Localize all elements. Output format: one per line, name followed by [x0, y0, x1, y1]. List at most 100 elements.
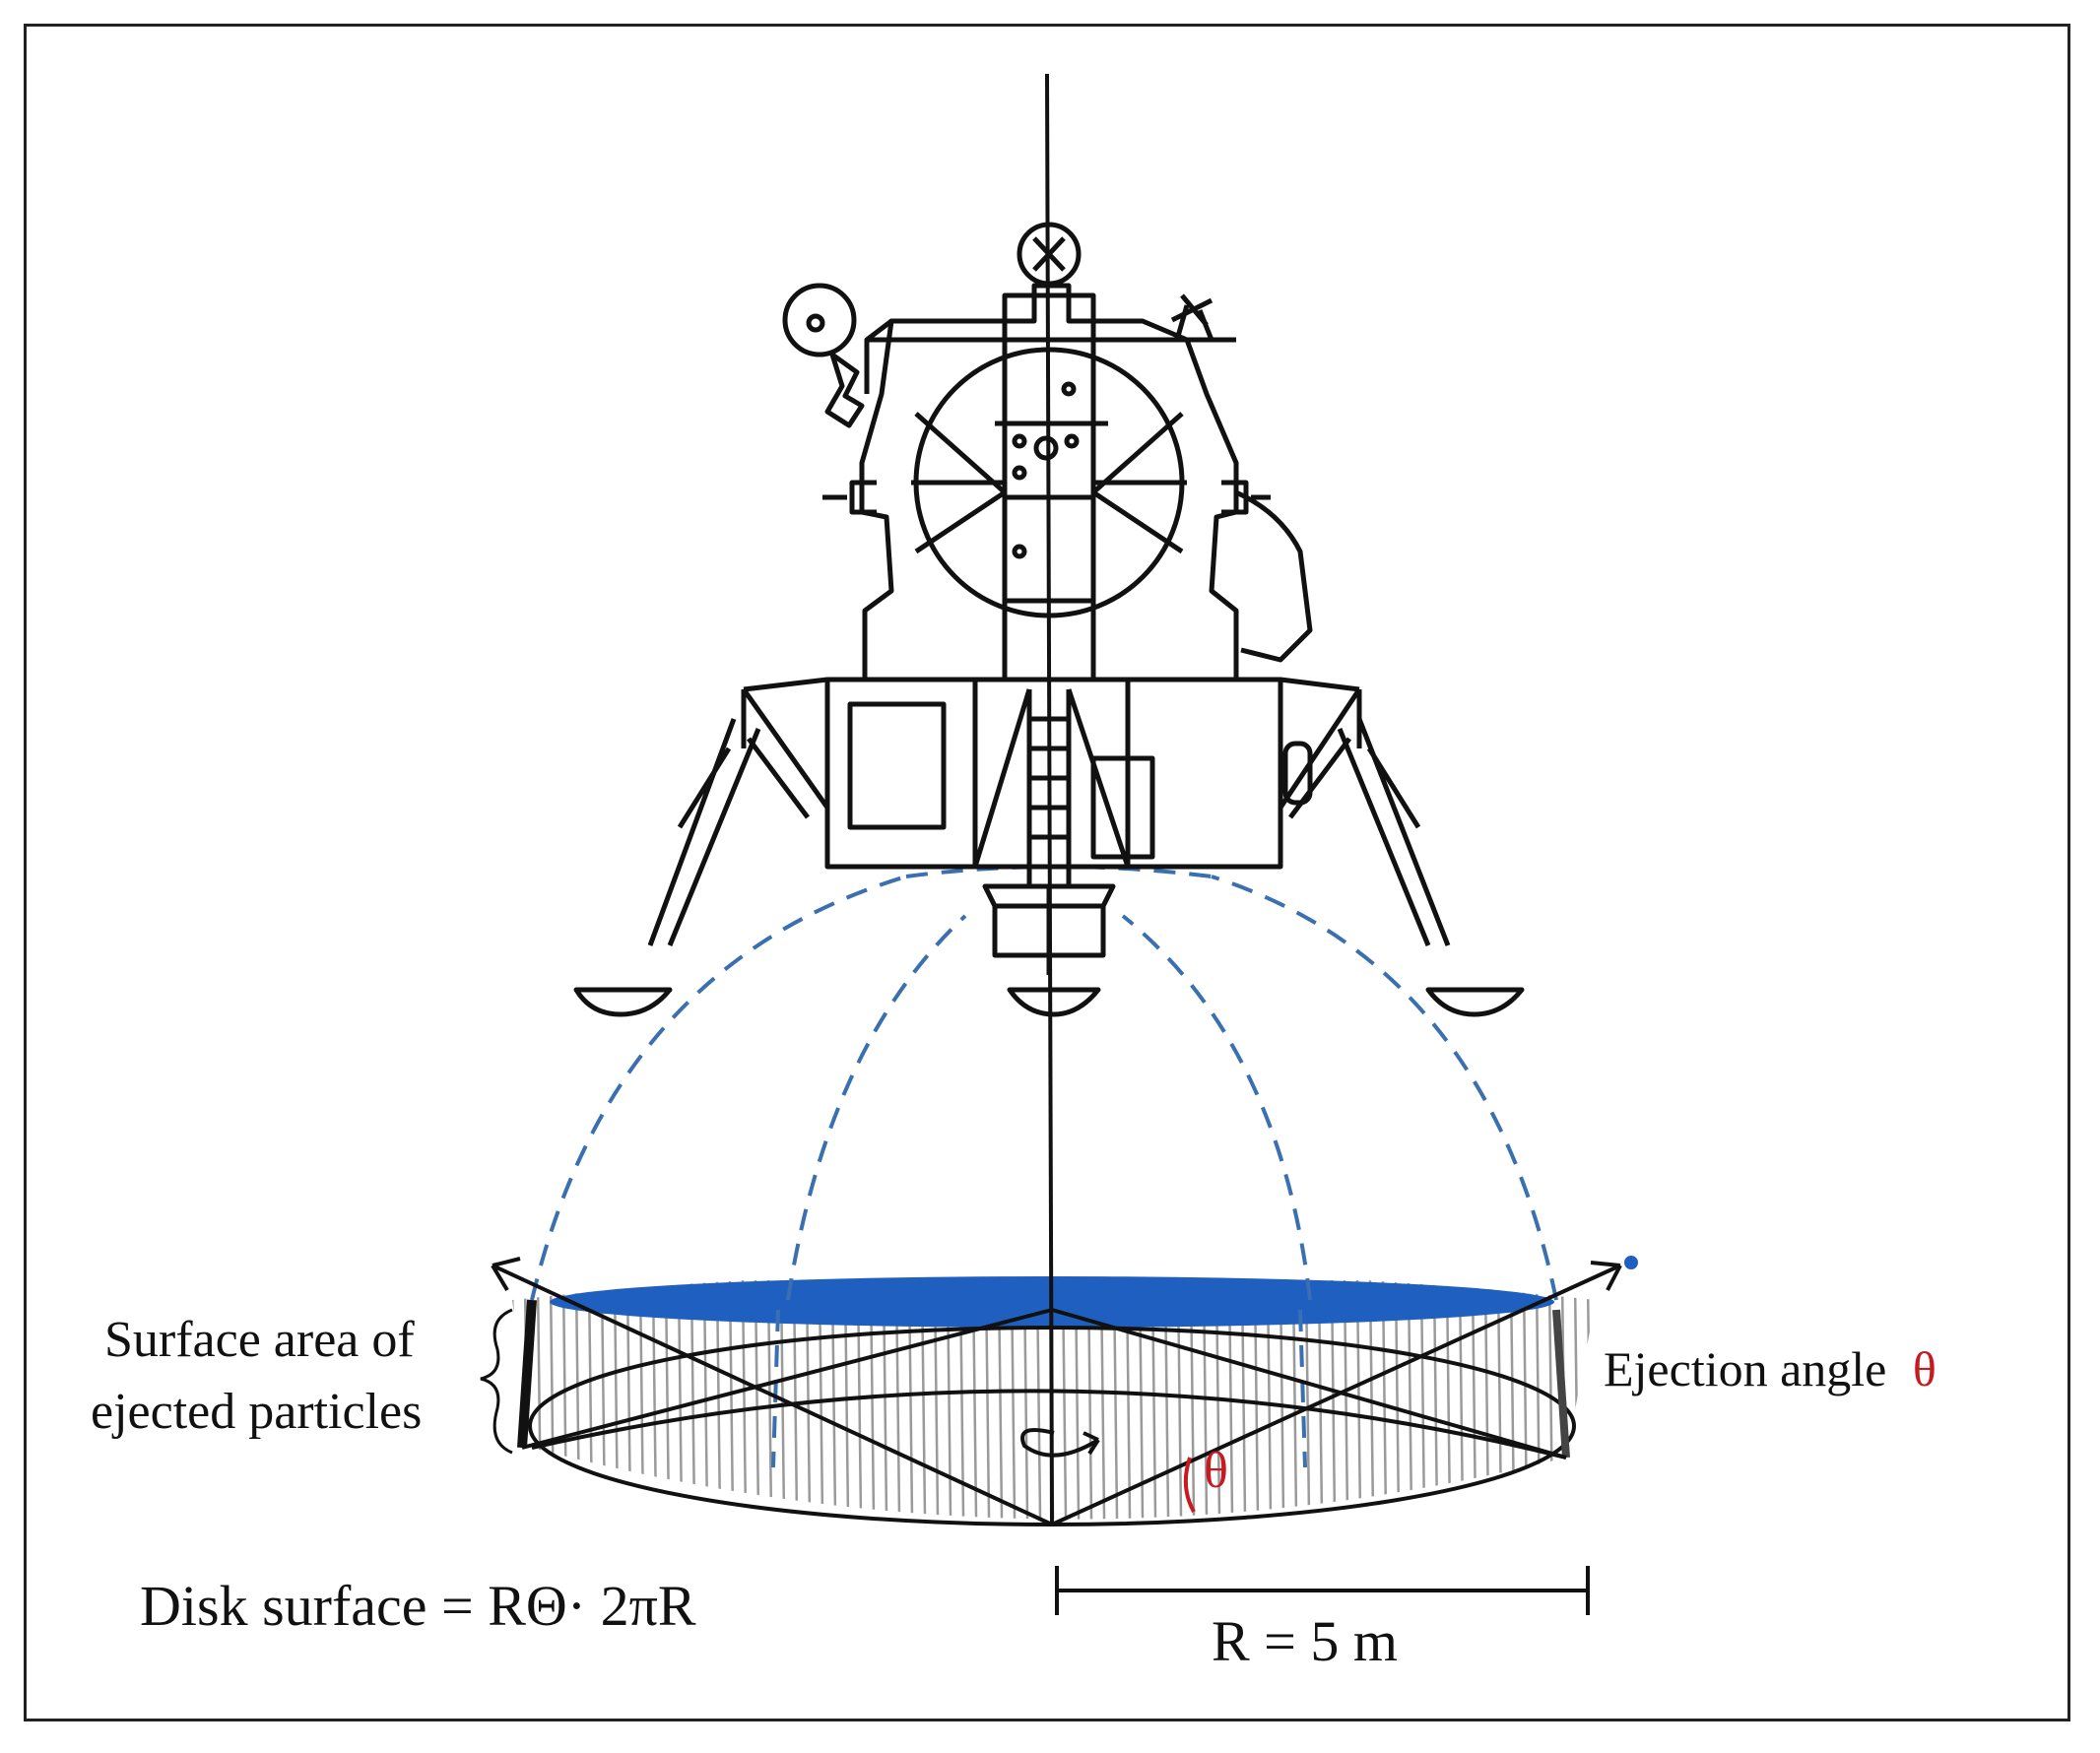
central-axis: [1045, 73, 1054, 1526]
hatch-line: [997, 1279, 1005, 1520]
disk-surface-formula: Disk surface = RΘ· 2πR: [140, 1574, 696, 1638]
trajectory-drop-left: [771, 1309, 780, 1468]
leg-left: [647, 718, 810, 946]
hatch-line: [664, 1279, 672, 1520]
hatch-line: [1535, 1279, 1542, 1520]
hatch-line: [805, 1279, 813, 1520]
hatch-line: [1074, 1279, 1082, 1520]
arrow-tip-dot: [1624, 1256, 1638, 1269]
hatch-line: [689, 1279, 697, 1520]
hatch-line: [1279, 1279, 1286, 1520]
hatch-line: [702, 1279, 710, 1520]
antenna-dish-left: [782, 283, 857, 357]
hatch-line: [1022, 1279, 1030, 1520]
radius-scale-bar: [1055, 1566, 1590, 1615]
ejection-angle-theta: θ: [1912, 1341, 1936, 1396]
trajectory-right-inner: [1121, 914, 1312, 1301]
hatch-line: [830, 1279, 838, 1520]
hatch-line: [625, 1279, 633, 1520]
hatch-line: [1035, 1279, 1043, 1520]
hatch-line: [766, 1279, 774, 1520]
hatch-line: [1138, 1279, 1146, 1520]
disk-right-edge: [1552, 1309, 1570, 1459]
hatch-line: [1509, 1279, 1517, 1520]
surface-area-label-line1: Surface area of: [104, 1312, 415, 1368]
descent-panel-left: [847, 701, 947, 830]
rotation-arrow-head: [1083, 1431, 1100, 1456]
hatch-line: [920, 1279, 928, 1520]
hatch-line: [1330, 1279, 1338, 1520]
hatch-line: [728, 1279, 736, 1520]
hatch-line: [882, 1279, 889, 1520]
chord-left: [521, 1308, 1053, 1450]
footpad-right: [1425, 987, 1525, 1017]
hatch-line: [651, 1279, 659, 1520]
ejection-angle-label: Ejection angle θ: [1604, 1344, 1936, 1394]
hatch-line: [1304, 1279, 1312, 1520]
hatch-line: [971, 1279, 979, 1520]
hatch-line: [1253, 1279, 1261, 1520]
hatch-line: [1202, 1279, 1210, 1520]
chord-right: [1051, 1308, 1567, 1460]
hatch-line: [741, 1279, 749, 1520]
hatch-line: [1586, 1279, 1594, 1520]
hatch-line: [869, 1279, 877, 1520]
surface-area-label-line2: ejected particles: [91, 1384, 423, 1440]
hatch-line: [894, 1279, 902, 1520]
hatch-line: [907, 1279, 915, 1520]
hatch-line: [779, 1279, 787, 1520]
hatch-line: [1214, 1279, 1222, 1520]
trajectory-left-inner: [786, 914, 967, 1301]
hatch-line: [600, 1279, 608, 1520]
theta-arc: [1183, 1457, 1196, 1513]
radius-label: R = 5 m: [1212, 1609, 1399, 1673]
hatch-line: [587, 1279, 595, 1520]
surface-area-brace: [480, 1308, 513, 1455]
hatch-line: [1150, 1279, 1158, 1520]
rotation-arrow: [1020, 1428, 1100, 1458]
hatch-line: [1381, 1279, 1389, 1520]
hatch-line: [1394, 1279, 1402, 1520]
footpad-left: [573, 987, 673, 1017]
hatch-line: [818, 1279, 825, 1520]
hatch-line: [1355, 1279, 1363, 1520]
hatch-line: [1099, 1279, 1107, 1520]
hatch-line: [946, 1279, 953, 1520]
hatch-line: [1547, 1279, 1555, 1520]
hatch-line: [1227, 1279, 1235, 1520]
hatch-line: [1291, 1279, 1299, 1520]
hatch-line: [1419, 1279, 1427, 1520]
hatch-line: [1112, 1279, 1120, 1520]
hatch-line: [638, 1279, 646, 1520]
ejection-cone: [492, 1264, 1621, 1526]
trajectory-right-outer: [1211, 875, 1558, 1301]
arrow-head-left: [491, 1257, 521, 1292]
hatch-line: [1522, 1279, 1530, 1520]
ladder: [1026, 689, 1072, 886]
hatch-line: [1343, 1279, 1350, 1520]
hatch-line: [1266, 1279, 1274, 1520]
hatch-line: [1445, 1279, 1453, 1520]
hatch-line: [715, 1279, 723, 1520]
hatch-line: [1368, 1279, 1376, 1520]
leg-right: [1288, 718, 1451, 946]
arrow-head-right: [1590, 1261, 1622, 1291]
hatch-line: [536, 1279, 544, 1520]
hatch-line: [613, 1279, 621, 1520]
hatch-line: [1458, 1279, 1466, 1520]
hatch-line: [984, 1279, 992, 1520]
hatch-line: [754, 1279, 761, 1520]
lunar-module: [573, 222, 1525, 1017]
hatch-line: [1573, 1279, 1581, 1520]
hatch-line: [1061, 1279, 1069, 1520]
trajectory-drop-right: [1298, 1309, 1307, 1468]
surface-area-edge: [517, 1299, 537, 1449]
figure-frame: [24, 24, 2070, 1721]
hatch-line: [1176, 1279, 1184, 1520]
footpad-center: [1007, 987, 1101, 1017]
hatch-line: [843, 1279, 851, 1520]
hatch-line: [933, 1279, 941, 1520]
hatch-line: [1010, 1279, 1017, 1520]
